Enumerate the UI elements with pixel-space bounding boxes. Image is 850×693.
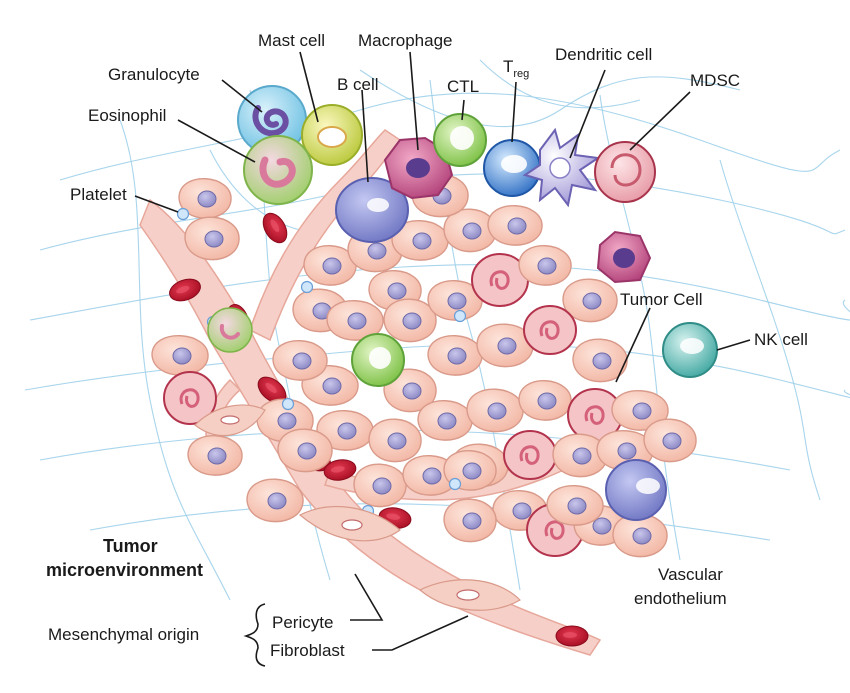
red-blood-cell — [262, 212, 288, 244]
label-platelet: Platelet — [70, 185, 127, 204]
tumor-cell — [552, 433, 608, 478]
label-ctl: CTL — [447, 77, 479, 96]
tumor-cell — [572, 338, 628, 383]
vessel-leukocyte — [207, 307, 253, 353]
tumor-cell — [518, 245, 572, 286]
tumor-cell — [612, 513, 668, 558]
label-treg-sub: reg — [513, 68, 529, 80]
tumor-cell — [187, 435, 243, 476]
tumor-cell — [487, 205, 543, 246]
diagram-labels: Granulocyte Mast cell Macrophage Eosinop… — [46, 31, 808, 660]
red-blood-cell — [555, 625, 589, 647]
tumor-cells — [151, 173, 697, 558]
label-mdsc: MDSC — [690, 71, 740, 90]
ctl-cell — [433, 113, 487, 167]
platelet — [300, 280, 314, 294]
tumor-cell — [184, 216, 240, 261]
label-dendritic-cell: Dendritic cell — [555, 45, 652, 64]
label-b-cell: B cell — [337, 75, 379, 94]
tumor-cell — [246, 478, 304, 523]
label-treg-main: T — [503, 57, 513, 76]
label-vascular: Vascular — [658, 565, 723, 584]
tumor-cell — [272, 340, 328, 381]
red-blood-cell — [323, 459, 357, 481]
mast-cell — [301, 104, 363, 166]
tumor-cell — [383, 298, 437, 343]
platelet — [281, 397, 295, 411]
platelet — [448, 477, 462, 491]
dendritic-cell — [522, 127, 601, 208]
tumor-cell — [523, 305, 577, 355]
mesenchymal-cells — [194, 404, 521, 611]
tumor-cell — [163, 371, 217, 425]
label-endothelium: endothelium — [634, 589, 727, 608]
label-tumor-cell: Tumor Cell — [620, 290, 703, 309]
label-macrophage: Macrophage — [358, 31, 453, 50]
tumor-cell — [471, 253, 529, 307]
macrophage-cell-2 — [596, 230, 652, 284]
tumor-cell — [643, 418, 697, 463]
b-cell — [335, 177, 409, 243]
label-pericyte: Pericyte — [272, 613, 333, 632]
tumor-cell — [402, 455, 458, 496]
label-mesenchymal-origin: Mesenchymal origin — [48, 625, 199, 644]
label-tumor: Tumor — [103, 536, 158, 556]
label-microenvironment: microenvironment — [46, 560, 203, 580]
mdsc-cell — [594, 141, 656, 203]
label-nk-cell: NK cell — [754, 330, 808, 349]
platelet — [453, 309, 467, 323]
tumor-cell — [503, 430, 557, 480]
tumor-cell — [326, 300, 384, 341]
tumor-cell — [277, 428, 333, 473]
macrophage-cell — [383, 136, 454, 200]
immune-cells — [207, 85, 718, 521]
red-blood-cell — [169, 278, 201, 302]
tumor-cell — [611, 390, 669, 431]
tumor-cell — [427, 335, 483, 376]
tumor-cell — [151, 335, 209, 376]
tumor-cell — [353, 463, 407, 508]
b-cell-2 — [605, 459, 667, 521]
label-leader-lines — [134, 51, 751, 667]
treg-cell — [483, 139, 541, 197]
label-mast-cell: Mast cell — [258, 31, 325, 50]
label-granulocyte: Granulocyte — [108, 65, 200, 84]
tumor-cell — [518, 380, 572, 421]
label-treg: Treg — [503, 57, 529, 80]
platelet — [176, 207, 190, 221]
tumor-cell — [546, 485, 604, 526]
platelets — [176, 207, 467, 518]
ctl-cell-2 — [351, 333, 405, 387]
tumor-cell — [303, 245, 357, 286]
tumor-cell — [178, 178, 232, 219]
label-eosinophil: Eosinophil — [88, 106, 166, 125]
eosinophil-cell — [243, 135, 313, 205]
tumor-cell — [368, 418, 422, 463]
tumor-cell — [417, 400, 473, 441]
tumor-cell — [562, 278, 618, 323]
label-fibroblast: Fibroblast — [270, 641, 345, 660]
nk-cell — [662, 322, 718, 378]
tumor-cell — [466, 388, 524, 433]
tumor-cell — [443, 498, 497, 543]
tumor-cell — [427, 280, 483, 321]
